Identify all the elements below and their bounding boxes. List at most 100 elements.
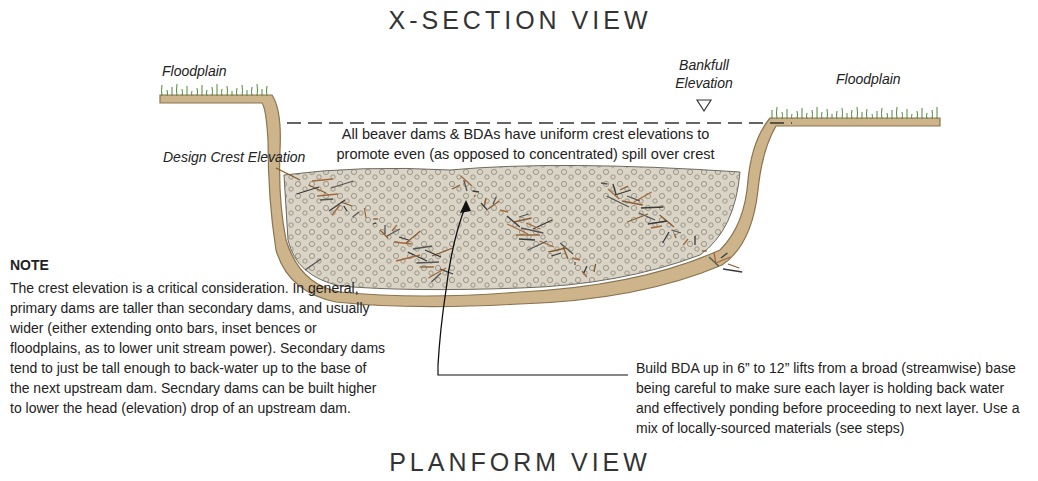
floodplain-label: Floodplain [836,70,946,88]
leader-line [438,365,628,375]
grass-blade [847,113,848,119]
stick [622,201,643,205]
grass-blade [902,112,904,119]
grass-blade [172,87,173,96]
stick [394,242,412,244]
grass-blade [191,91,193,96]
grass-blade [202,85,203,96]
grass-blade [182,89,184,96]
stick [627,214,648,222]
stick [473,191,479,192]
grass-blade [892,110,893,119]
stick [461,176,472,186]
stick [320,199,333,200]
note-heading: NOTE [10,256,110,274]
grass-blade [842,108,844,119]
grass-blade [221,89,223,96]
grass-blade [232,91,233,96]
grass-blade [776,107,778,119]
floodplain-label: Floodplain [162,62,272,80]
stick [714,252,716,262]
stick [671,230,681,233]
stick [317,194,338,196]
stick [651,226,662,228]
stick [373,218,378,219]
stick [594,264,596,272]
grass-blade [772,110,773,119]
grass-blade [812,110,814,119]
stick [584,266,587,273]
grass-blade [821,112,823,119]
stick [608,189,619,199]
stick [702,250,707,251]
grass-blade [857,107,859,119]
stick [634,192,652,202]
stick [297,187,319,194]
grass-blade [206,90,208,96]
stick [364,208,366,218]
grass-blade [917,111,919,119]
grass-blade [907,109,908,119]
stick [641,207,663,208]
stick [384,225,385,234]
stick [331,181,353,188]
grass-blade [881,108,883,119]
grass-blade [167,90,169,96]
stick [380,230,388,238]
stick [648,221,667,224]
stick [528,241,547,250]
grass-blade [782,112,784,119]
grass-blade [787,109,788,119]
stick [484,198,486,206]
grass-blade [887,113,889,119]
stick [428,268,446,278]
stick [663,232,669,243]
grass-blade [212,87,214,96]
stick [305,259,321,270]
stick [519,214,529,217]
stick [507,216,520,227]
stick [620,186,628,190]
stick [276,168,300,180]
stick [709,257,719,266]
stick [721,253,727,258]
grass-blade [806,113,808,119]
grass-blade [797,111,799,119]
grass-blade [262,89,263,96]
stick [399,237,409,240]
grass-blade [866,109,868,119]
stick [353,212,359,217]
grass-blade [911,114,913,119]
channel-banks [160,95,940,307]
grass-blade [877,111,878,119]
stick [373,223,376,224]
stick [574,262,575,265]
grass-blade [896,107,898,119]
grass-blade [176,84,178,96]
bda-fill [284,165,740,289]
stick [474,195,476,197]
stick [417,262,439,263]
stick [420,266,434,267]
stick [408,252,427,261]
stick [406,231,420,243]
stick [526,223,540,229]
stick [500,210,508,212]
build-note: Build BDA up in 6” to 12” lifts from a b… [636,358,1031,438]
bankfull-label: Bankfull Elevation [662,56,746,92]
grass-blade [937,107,938,119]
stick [431,273,441,282]
grass [162,84,938,119]
grass-blade [791,114,793,119]
stick [613,184,616,195]
stick [493,197,496,204]
stick [694,236,695,245]
grass-blade [266,86,268,96]
grass-blade [922,108,923,119]
stick [413,246,432,249]
stick [551,253,561,256]
stick-texture [276,168,742,282]
grass-blade [236,88,238,96]
grass-blade [247,90,248,96]
grass-blade [257,84,259,96]
